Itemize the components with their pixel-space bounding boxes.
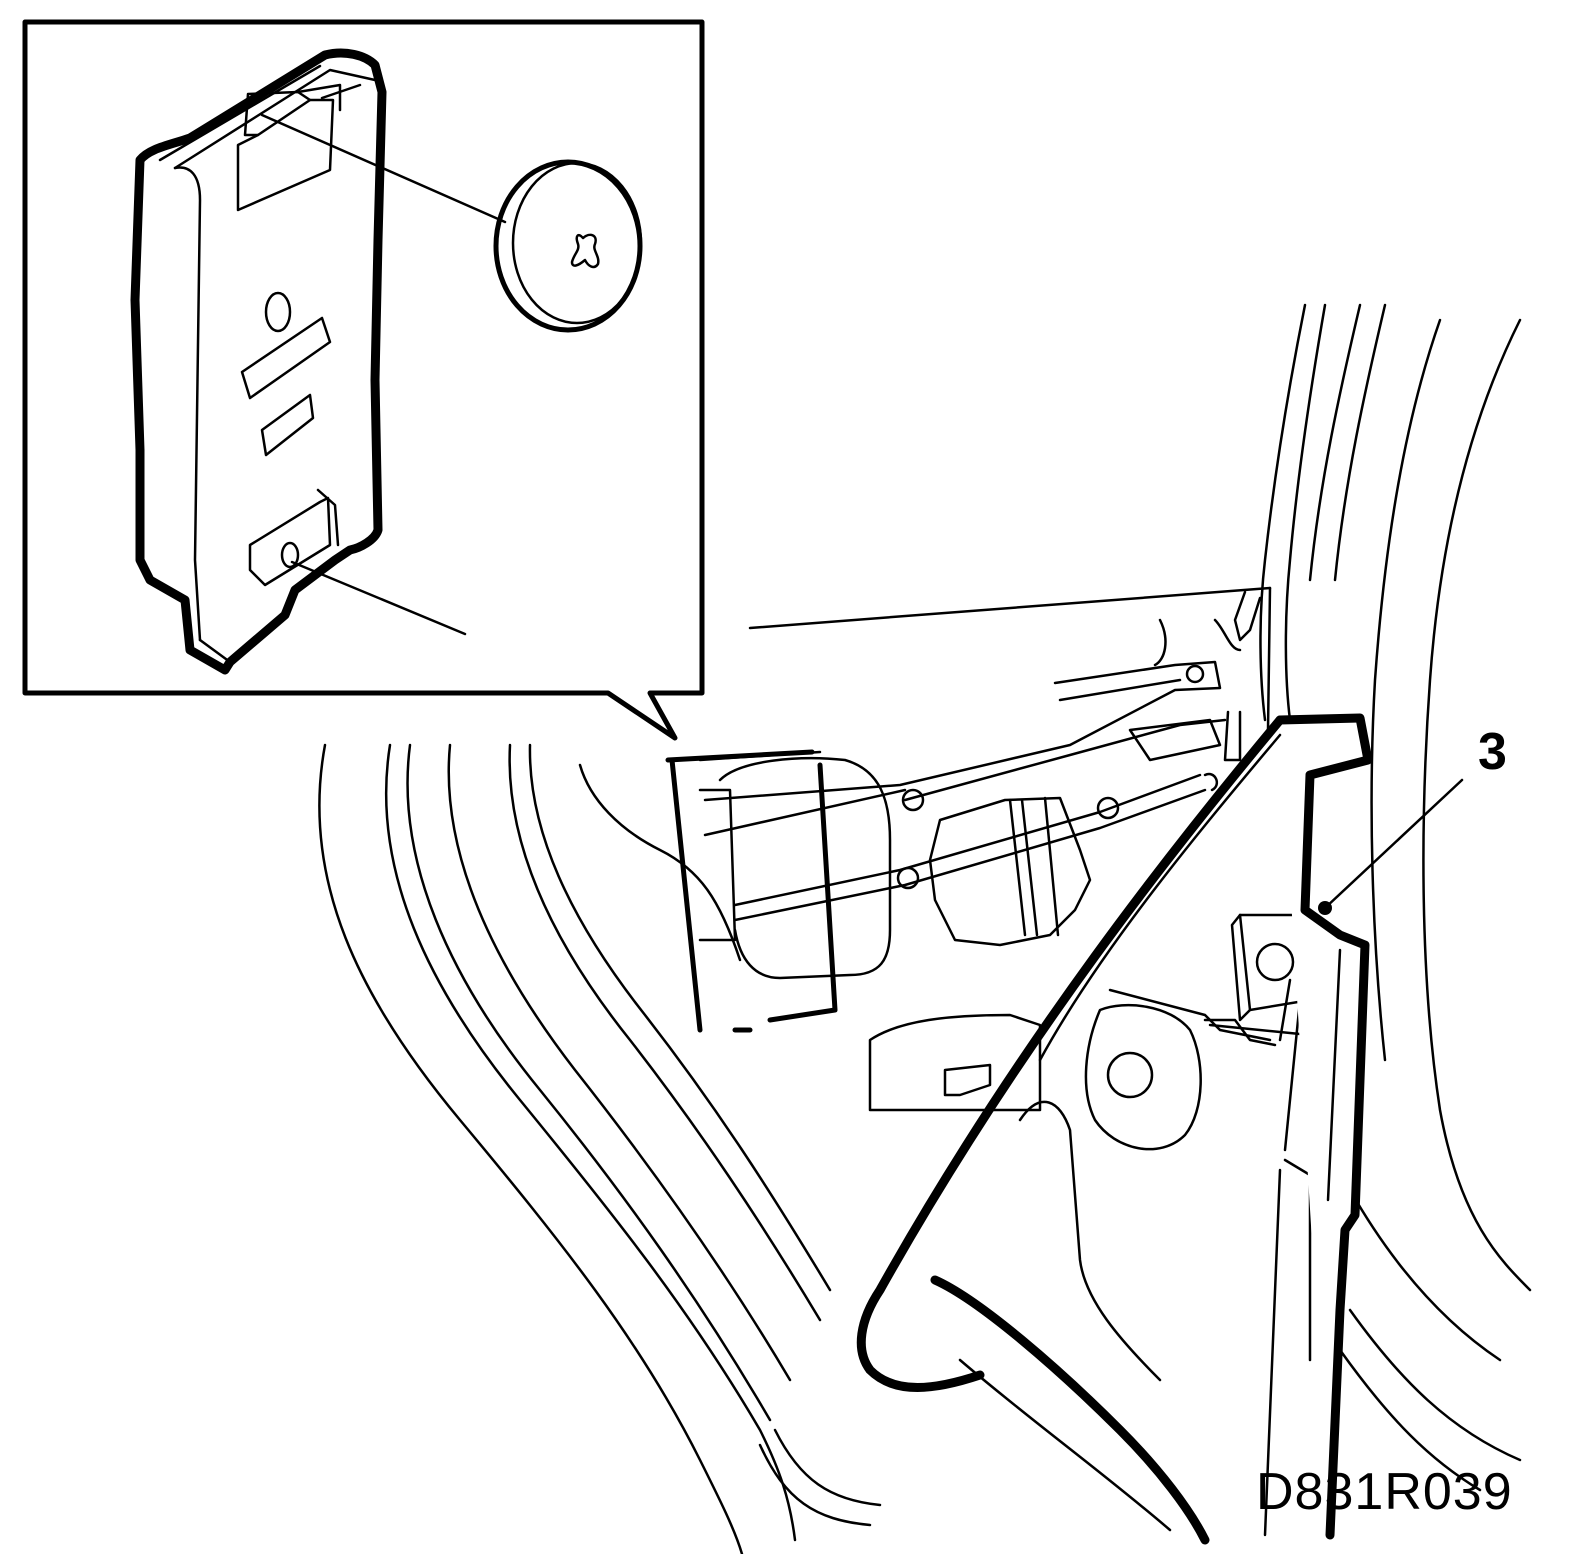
trim-clip-retainer xyxy=(130,48,387,675)
callout-3-leader xyxy=(1318,778,1464,915)
figure-code: D831R039 xyxy=(1256,1463,1513,1521)
push-pin-fastener xyxy=(493,159,643,333)
inset-leader-lines xyxy=(260,113,507,636)
trim-clip-location-panel xyxy=(665,749,838,1033)
detail-inset xyxy=(22,19,705,741)
door-trim-panel xyxy=(856,713,1373,1545)
callout-number-3: 3 xyxy=(1478,723,1507,781)
door-frame-outline xyxy=(318,303,1532,1554)
door-belt-line xyxy=(748,586,1272,732)
door-lock-mechanism xyxy=(698,590,1262,980)
door-lower-bracket xyxy=(868,988,1277,1151)
